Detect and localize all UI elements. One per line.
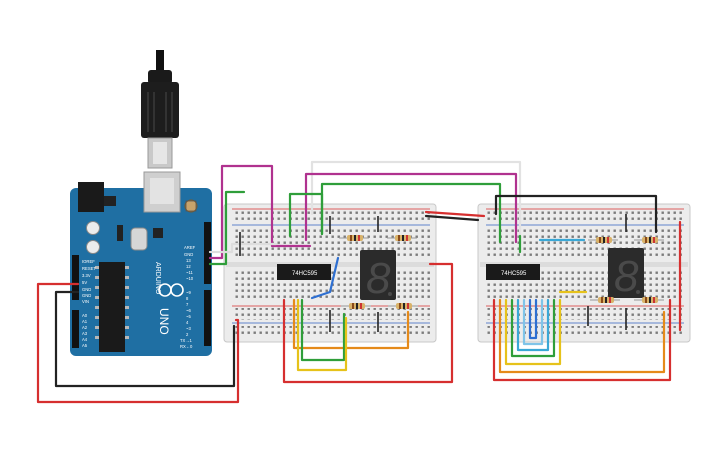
resistor	[634, 297, 664, 303]
pin-label: IOREF	[82, 259, 95, 264]
wire-green	[288, 192, 324, 238]
seven-segment-display-1[interactable]: 8	[360, 250, 396, 303]
pin-label: 8	[186, 296, 189, 301]
resistors[interactable]	[339, 235, 664, 309]
wire-red	[282, 262, 454, 384]
chip-label: 74HC595	[501, 271, 527, 277]
arduino-uno-board[interactable]: ARDUINO UNO AREF GND 13 12 ~11 ~10 ~9 8 …	[70, 171, 212, 356]
resistor	[387, 235, 417, 241]
shift-register-chip-2[interactable]: 74HC595	[486, 264, 540, 280]
wire-green	[300, 298, 346, 362]
wire-red	[492, 298, 672, 382]
resistor	[634, 237, 664, 243]
wire-orange	[292, 298, 410, 350]
pin-label: GND	[184, 252, 193, 257]
display-digit: 8	[614, 252, 639, 301]
wire-orange	[498, 298, 666, 374]
pin-label: A4	[82, 337, 88, 342]
pin-label: 12	[186, 264, 191, 269]
pin-label: ~6	[186, 308, 191, 313]
wire-red	[36, 282, 240, 404]
pin-label: GND	[82, 293, 91, 298]
seven-segment-display-2[interactable]: 8	[608, 248, 644, 301]
pin-label: ~5	[186, 314, 191, 319]
analog-pin-labels: A0 A1 A2 A3 A4 A5	[82, 313, 88, 348]
arduino-model-label: UNO	[157, 308, 171, 335]
wires[interactable]	[36, 160, 682, 404]
resistor	[588, 237, 618, 243]
resistor	[341, 303, 371, 309]
pin-label: ~11	[186, 270, 193, 275]
pin-label: RX←0	[180, 344, 193, 349]
wire-green	[208, 190, 246, 266]
usb-cable[interactable]	[141, 50, 179, 169]
pin-label: RESET	[82, 266, 96, 271]
resistor	[388, 303, 418, 309]
arduino-brand-label: ARDUINO	[154, 262, 161, 295]
wire-white	[310, 160, 522, 242]
pin-label: 4	[186, 320, 189, 325]
wire-blue	[310, 256, 340, 300]
chip-label: 74HC595	[292, 271, 318, 277]
pin-label: ~3	[186, 326, 191, 331]
pin-label: A5	[82, 343, 88, 348]
power-header[interactable]	[72, 255, 79, 300]
analog-header[interactable]	[72, 310, 79, 348]
pin-label: 5V	[82, 280, 87, 285]
wire-black	[494, 194, 658, 234]
ground-jumpers[interactable]	[239, 214, 627, 332]
wire-yellow	[296, 298, 348, 372]
pin-label: 13	[186, 258, 191, 263]
pin-label: 3.3V	[82, 273, 91, 278]
resistor	[590, 297, 620, 303]
pin-label: ~10	[186, 276, 194, 281]
display-digit: 8	[366, 254, 391, 303]
pin-label: A1	[82, 319, 88, 324]
wire-magenta	[208, 164, 312, 260]
digital-header-low[interactable]	[204, 290, 211, 346]
digital-header-high[interactable]	[204, 222, 211, 284]
wire-blue	[528, 298, 538, 340]
resistor	[339, 235, 369, 241]
pin-label: GND	[82, 287, 91, 292]
shift-register-chip-1[interactable]: 74HC595	[277, 264, 331, 280]
pin-label: A2	[82, 325, 88, 330]
pin-label: ~9	[186, 290, 191, 295]
arduino-logo	[158, 283, 184, 297]
wire-black	[424, 214, 480, 222]
pin-label: TX→1	[180, 338, 193, 343]
wire-cyan	[522, 298, 544, 346]
wire-white	[208, 242, 278, 254]
pin-label: A0	[82, 313, 88, 318]
wire-yellow	[504, 298, 562, 366]
pin-label: AREF	[184, 245, 196, 250]
digital-pin-labels: AREF GND 13 12 ~11 ~10 ~9 8 7 ~6 ~5 4 ~3…	[180, 245, 196, 349]
pin-label: 7	[186, 302, 189, 307]
pin-label: VIN	[82, 299, 89, 304]
wire-green	[510, 298, 556, 358]
wire-black	[54, 290, 236, 388]
power-pin-labels: IOREF RESET 3.3V 5V GND GND VIN	[82, 259, 96, 304]
wire-cyan	[516, 298, 550, 352]
pin-label: A3	[82, 331, 88, 336]
wire-magenta	[304, 172, 518, 244]
pin-label: 2	[186, 332, 189, 337]
wire-red	[424, 210, 486, 218]
